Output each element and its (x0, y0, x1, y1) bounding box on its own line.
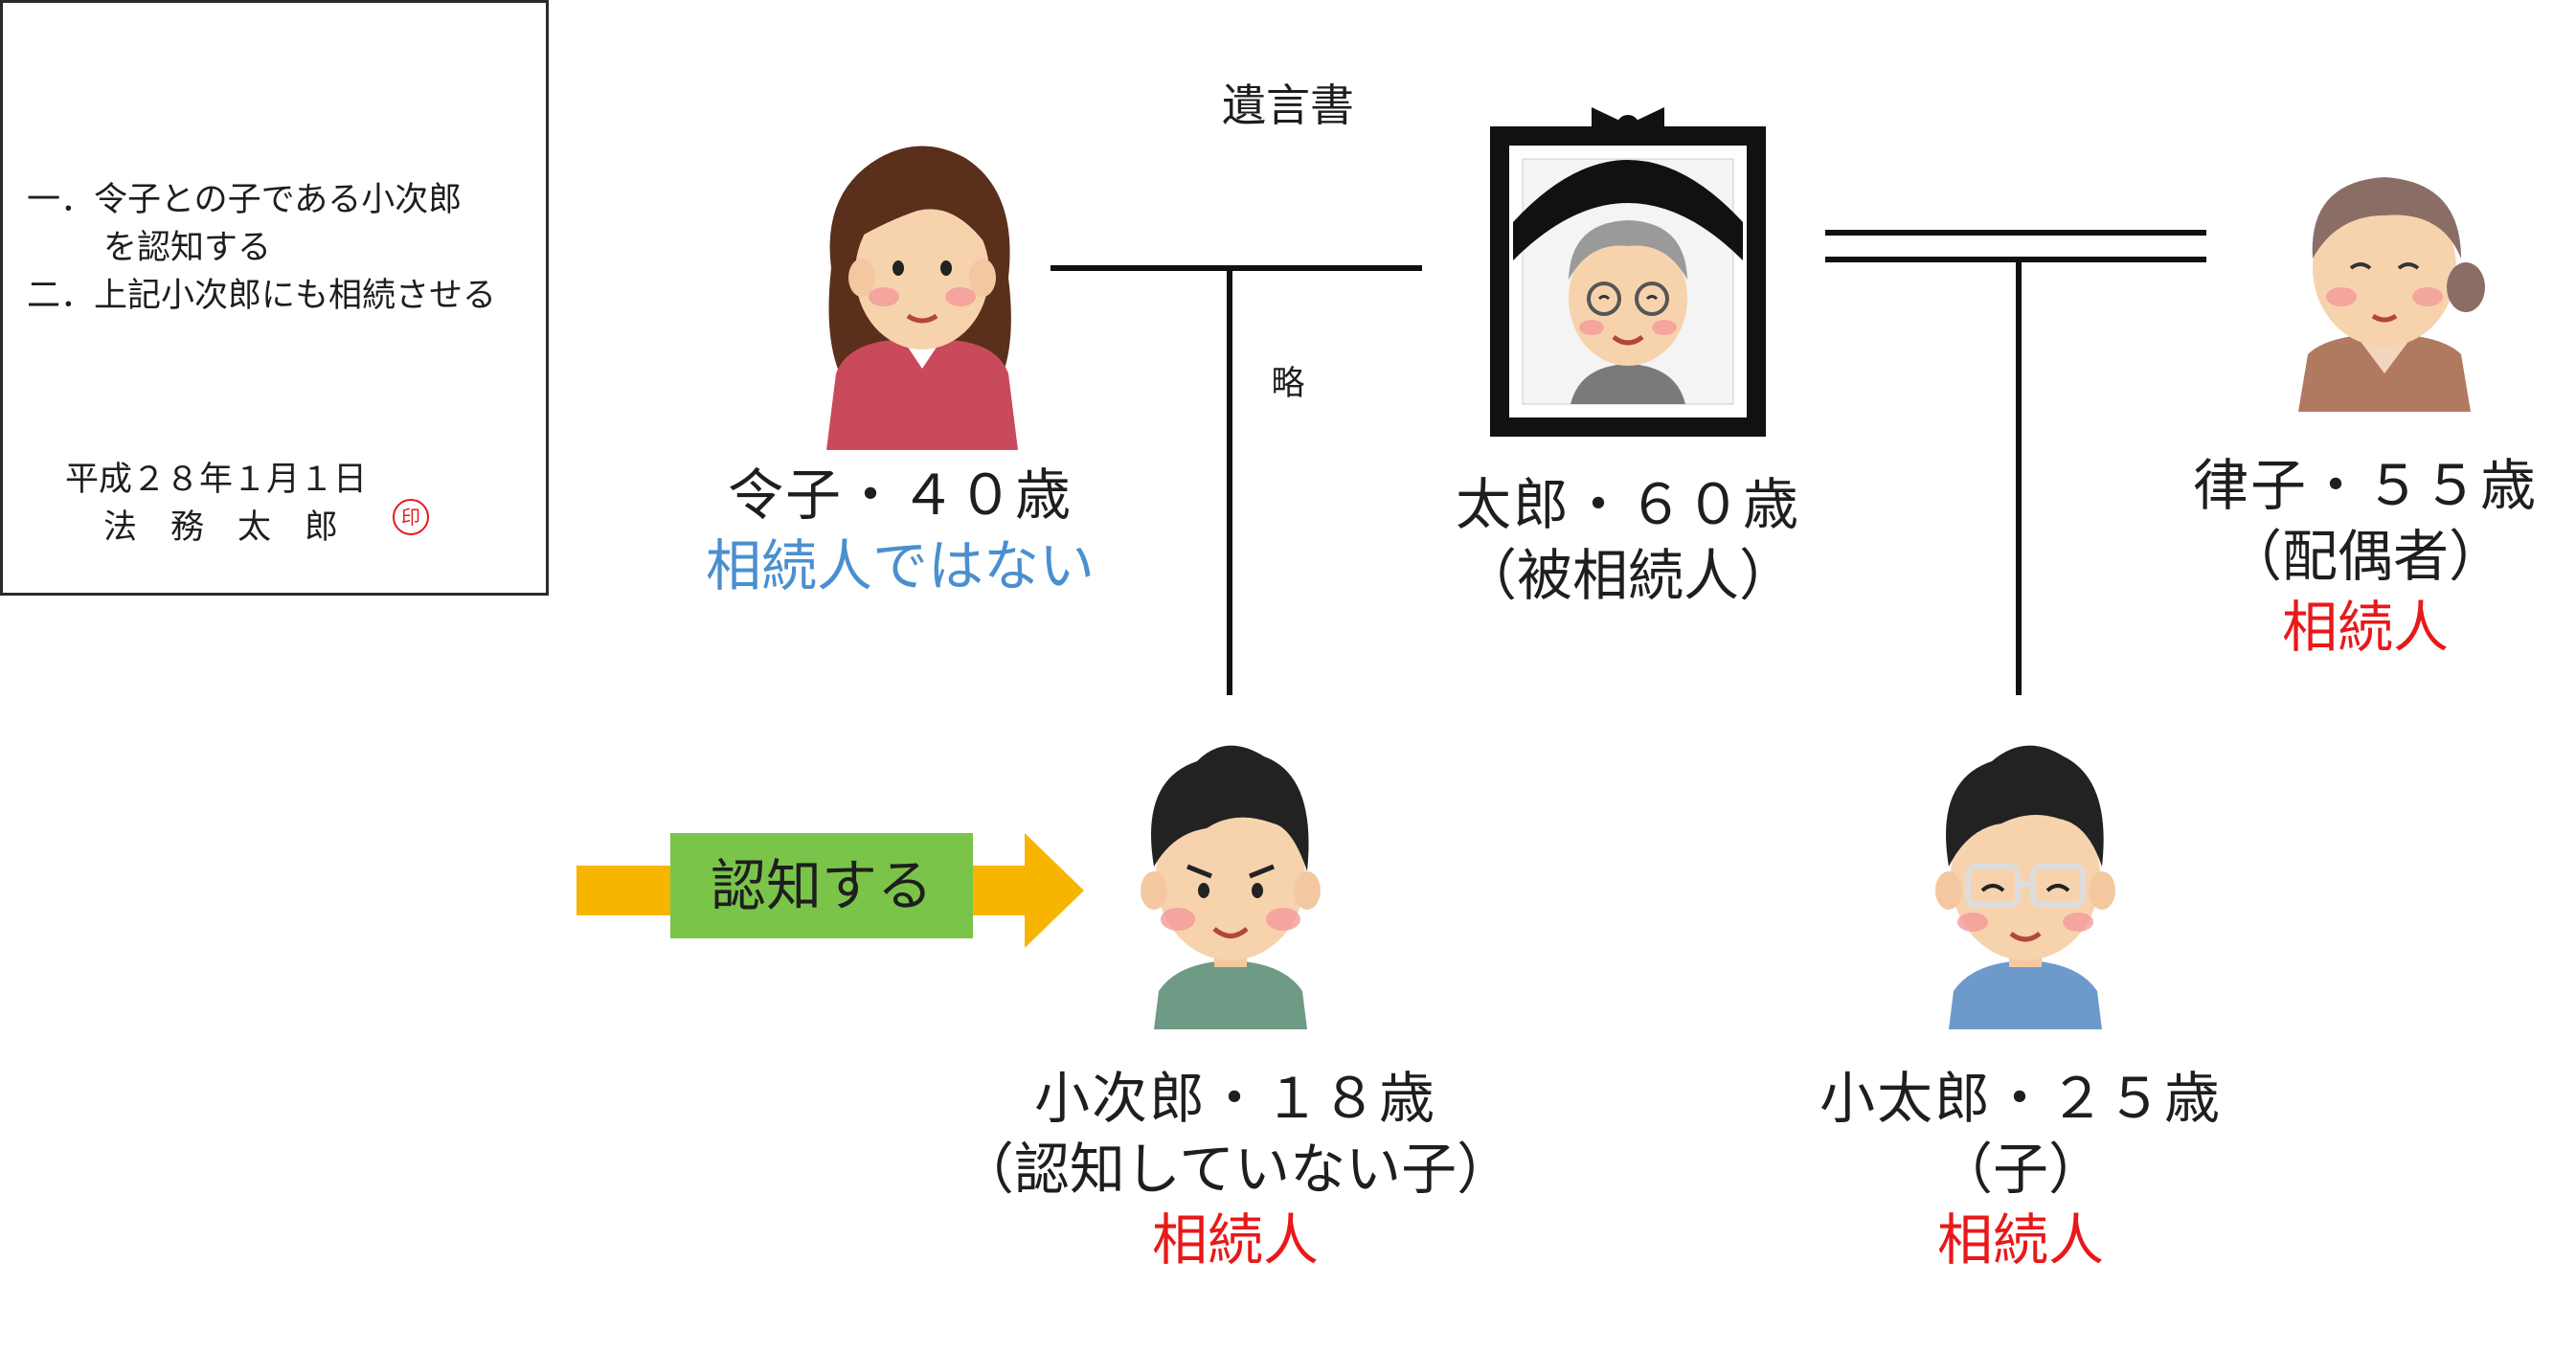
ritsuko-name: 律子・５５歳 (2192, 453, 2538, 518)
ritsuko-label: 律子・５５歳 （配偶者） 相続人 (2155, 458, 2576, 655)
taro-label: 太郎・６０歳 （被相続人） (1379, 477, 1877, 603)
kojiro-role: （認知していない子） (958, 1137, 1513, 1202)
will-document: 遺言書 一．令子との子である小次郎 を認知する 二．上記小次郎にも相続させる 略… (0, 0, 1354, 596)
kojiro-status: 相続人 (1151, 1207, 1319, 1273)
acknowledge-label-box: 認知する (670, 833, 973, 938)
will-line-3: 二．上記小次郎にも相続させる (27, 277, 497, 315)
kotaro-role: （子） (1936, 1137, 2104, 1202)
reiko-child-drop-line (1227, 268, 1232, 695)
will-title: 遺言書 (1222, 79, 1354, 131)
will-omitted: 略 (1271, 365, 1305, 403)
young-man-glasses-avatar (1935, 745, 2115, 1029)
kotaro-name: 小太郎・２５歳 (1819, 1066, 2222, 1131)
ritsuko-role: （配偶者） (2226, 524, 2504, 589)
seal-text: 印 (401, 506, 420, 529)
kotaro-label: 小太郎・２５歳 （子） 相続人 (1772, 1071, 2270, 1268)
reiko-status: 相続人ではない (705, 533, 1095, 598)
kojiro-name: 小次郎・１８歳 (1033, 1066, 1436, 1131)
teen-boy-avatar (1141, 745, 1321, 1029)
taro-role: （被相続人） (1460, 543, 1795, 608)
elderly-woman-avatar (2298, 177, 2485, 412)
marriage-child-drop-line (2016, 262, 2022, 695)
reiko-label: 令子・４０歳 相続人ではない (670, 467, 1130, 594)
acknowledge-label: 認知する (710, 853, 933, 918)
marriage-line-bottom (1825, 257, 2206, 262)
will-date: 平成２８年１月１日 (65, 461, 368, 499)
reiko-taro-line (1051, 265, 1422, 271)
arrow-head-icon (1025, 833, 1084, 948)
kotaro-status: 相続人 (1936, 1207, 2104, 1273)
will-signer: 法 務 太 郎 (103, 508, 339, 547)
marriage-line-top (1825, 230, 2206, 236)
reiko-name: 令子・４０歳 (727, 462, 1073, 528)
seal-stamp: 印 (393, 499, 429, 535)
kojiro-label: 小次郎・１８歳 （認知していない子） 相続人 (938, 1071, 1532, 1268)
woman-40s-avatar (826, 146, 1018, 450)
ritsuko-status: 相続人 (2281, 595, 2449, 660)
will-line-1: 一．令子との子である小次郎 (27, 181, 463, 219)
taro-name: 太郎・６０歳 (1455, 472, 1800, 537)
memorial-portrait-elderly-man (1490, 107, 1766, 437)
will-line-2: を認知する (103, 229, 272, 267)
